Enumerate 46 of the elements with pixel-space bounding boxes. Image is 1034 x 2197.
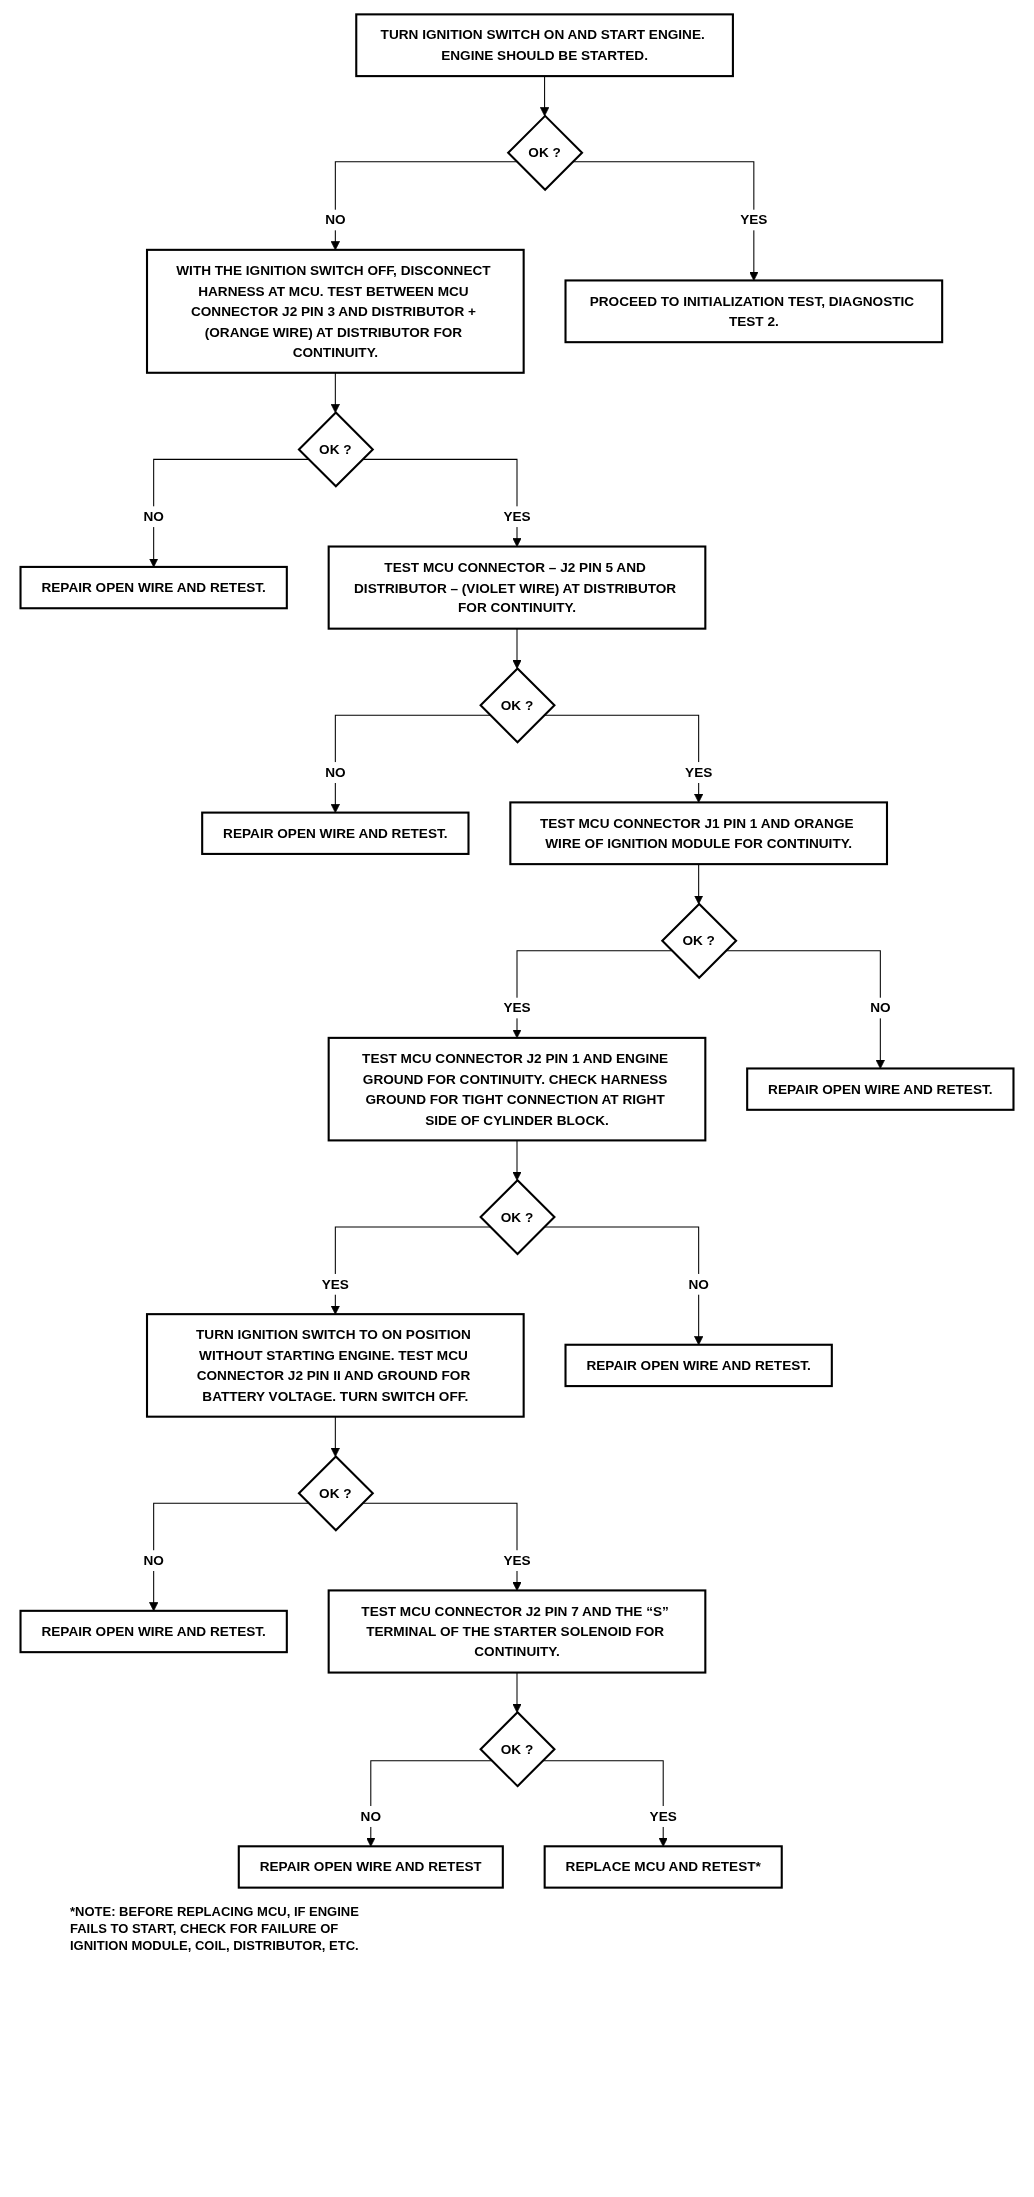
edge-label: NO [688, 1275, 709, 1292]
node-box: TEST MCU CONNECTOR – J2 PIN 5 AND DISTRIBUTOR – (VIOLET WIRE) AT DISTRIBUTOR FOR CONTINUITY. [327, 545, 707, 630]
node-box: TEST MCU CONNECTOR J2 PIN 7 AND THE “S” TERMINAL OF THE STARTER SOLENOID FOR CONTINUITY. [327, 1589, 707, 1674]
node-diamond: OK ? [479, 1710, 556, 1788]
node-box: TURN IGNITION SWITCH ON AND START ENGINE. ENGINE SHOULD BE STARTED. [355, 13, 734, 78]
edge-label: NO [870, 999, 891, 1016]
edge-label: NO [325, 764, 346, 780]
node-box: REPAIR OPEN WIRE AND RETEST [237, 1845, 504, 1889]
node-box: REPAIR OPEN WIRE AND RETEST. [19, 1609, 288, 1654]
edge-label: YES [740, 211, 768, 228]
node-diamond: OK ? [297, 1454, 375, 1532]
arrow [512, 628, 522, 669]
node-box: REPLACE MCU AND RETEST* [543, 1845, 783, 1889]
arrow [366, 1760, 493, 1847]
node-diamond: OK ? [297, 411, 375, 488]
edge-label: NO [143, 508, 164, 525]
edge-label: YES [503, 1552, 531, 1568]
node-box: TURN IGNITION SWITCH TO ON POSITION WITHOUT STARTING ENGINE. TEST MCU CONNECTOR J2 PIN II AND GROUND FOR BATTERY VOLTAGE. TURN SWITCH OFF. [145, 1313, 525, 1418]
arrow [725, 950, 885, 1069]
arrow [330, 1416, 340, 1457]
edge-label: NO [325, 211, 346, 228]
arrow [330, 714, 491, 813]
arrow [330, 1226, 491, 1315]
node-box: PROCEED TO INITIALIZATION TEST, DIAGNOSTIC TEST 2. [564, 279, 944, 344]
arrow [512, 1672, 522, 1713]
edge-label: YES [503, 999, 531, 1016]
node-box: REPAIR OPEN WIRE AND RETEST. [19, 565, 288, 610]
arrow [330, 372, 340, 413]
arrow [572, 161, 759, 281]
footnote: *NOTE: BEFORE REPLACING MCU, IF ENGINE FAILS TO START, CHECK FOR FAILURE OF IGNITION MODULE, COIL, DISTRIBUTOR, ETC. [70, 1904, 360, 1955]
edge-label: YES [503, 508, 531, 525]
node-box: REPAIR OPEN WIRE AND RETEST. [201, 811, 470, 855]
node-box: REPAIR OPEN WIRE AND RETEST. [746, 1067, 1015, 1111]
edge-label: YES [649, 1808, 677, 1824]
edge-label: NO [360, 1808, 381, 1824]
node-diamond: OK ? [479, 1178, 556, 1256]
edge-label: NO [143, 1552, 164, 1568]
node-box: TEST MCU CONNECTOR J1 PIN 1 AND ORANGE WIRE OF IGNITION MODULE FOR CONTINUITY. [509, 801, 889, 866]
node-box: REPAIR OPEN WIRE AND RETEST. [564, 1343, 833, 1388]
node-diamond: OK ? [506, 114, 584, 192]
node-diamond: OK ? [660, 902, 738, 980]
node-box: TEST MCU CONNECTOR J2 PIN 1 AND ENGINE GROUND FOR CONTINUITY. CHECK HARNESS GROUND FOR TIGHT CONNECTION AT RIGHT SIDE OF CYLINDER BLOCK. [327, 1036, 707, 1142]
edge-label: YES [685, 764, 713, 780]
node-box: WITH THE IGNITION SWITCH OFF, DISCONNECT HARNESS AT MCU. TEST BETWEEN MCU CONNECTOR J2 PIN 3 AND DISTRIBUTOR + (ORANGE WIRE) AT DISTRIBUTOR FOR CONTINUITY. [145, 248, 525, 374]
node-diamond: OK ? [479, 666, 556, 744]
edge-label: YES [321, 1275, 349, 1292]
